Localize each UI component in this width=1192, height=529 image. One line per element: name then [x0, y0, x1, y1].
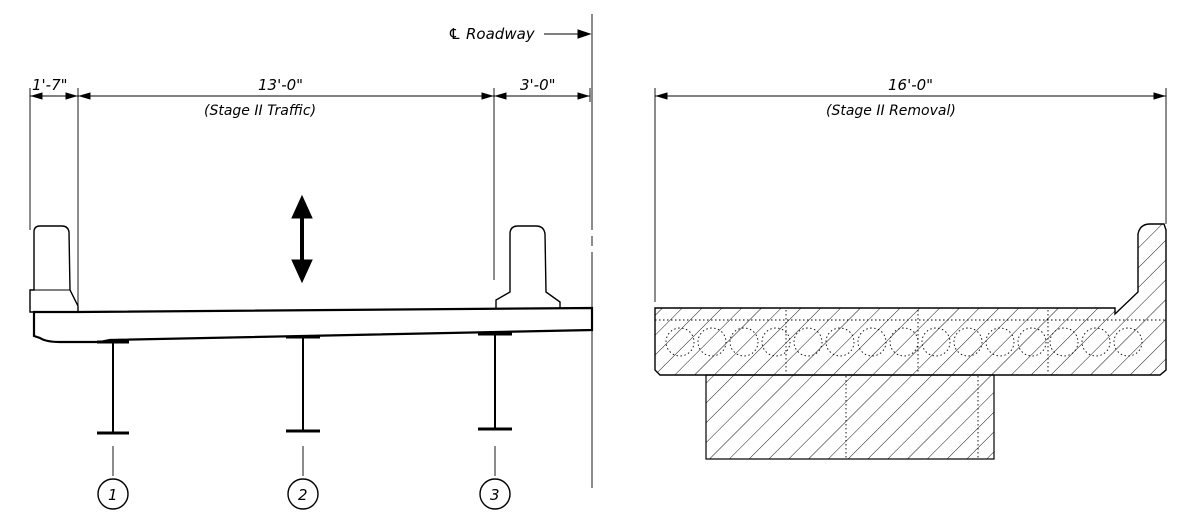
- girder-3-label: 3: [490, 486, 500, 504]
- girder-2-label: 2: [298, 486, 308, 504]
- dim-traffic-width: 13'-0": [258, 76, 303, 94]
- median-barrier: [495, 225, 561, 308]
- dim-traffic-note: (Stage II Traffic): [204, 103, 316, 119]
- dim-removal-width: 16'-0": [888, 76, 933, 94]
- centerline-roadway: ℄ Roadway: [448, 14, 593, 488]
- dim-removal-note: (Stage II Removal): [826, 103, 956, 119]
- centerline-label: Roadway: [466, 25, 536, 43]
- removal-section: [654, 223, 1167, 460]
- left-deck-section: [29, 194, 594, 344]
- removal-deck-hatch: [654, 223, 1167, 376]
- removal-substructure-hatch: [705, 374, 995, 460]
- dim-offset: 3'-0": [520, 76, 556, 94]
- dim-overhang: 1'-7": [32, 76, 68, 94]
- girder-1-label: 1: [108, 486, 118, 504]
- left-barrier: [29, 225, 79, 313]
- girder-2: 2: [286, 335, 320, 510]
- deck-slab: [32, 306, 594, 344]
- centerline-symbol: ℄: [448, 25, 461, 43]
- girder-3: 3: [478, 332, 512, 510]
- left-dimension-string: 1'-7" 13'-0" (Stage II Traffic) 3'-0": [29, 76, 591, 305]
- traffic-direction-icon: [291, 194, 313, 284]
- girder-1: 1: [97, 340, 129, 510]
- right-dimension-string: 16'-0" (Stage II Removal): [654, 76, 1167, 302]
